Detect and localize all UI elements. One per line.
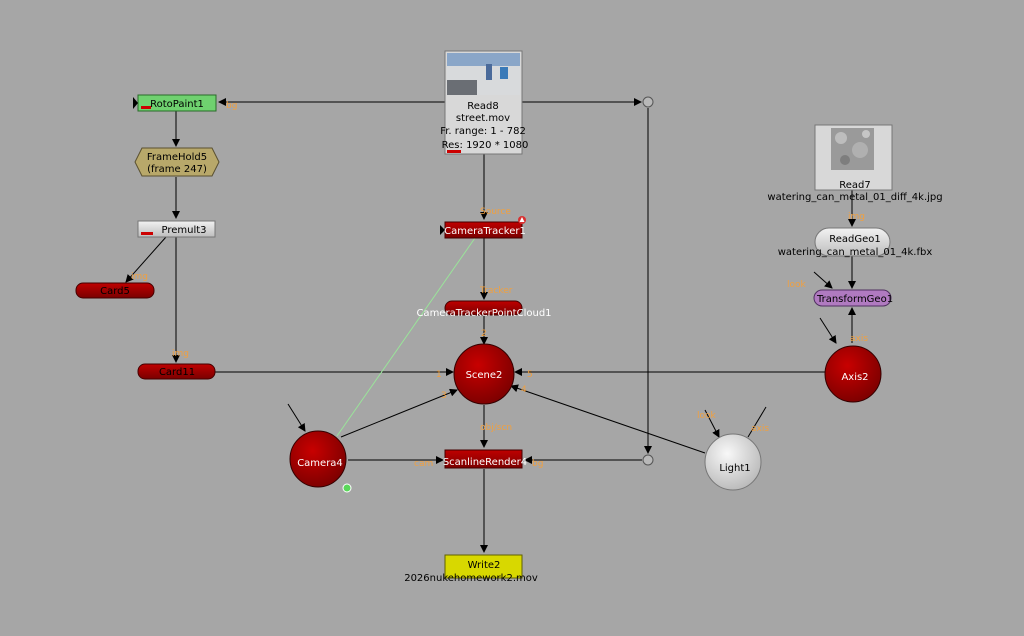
framehold-frame: (frame 247) xyxy=(147,164,207,175)
connections xyxy=(125,98,856,553)
camera-indicator-icon xyxy=(342,483,352,493)
pin-look-light: look xyxy=(697,411,717,421)
framehold-node[interactable]: FrameHold5 (frame 247) xyxy=(134,147,220,177)
cameratracker-node[interactable]: CameraTracker1 xyxy=(440,216,526,239)
pin-scene-5: 5 xyxy=(527,370,533,380)
cameratracker-name: CameraTracker1 xyxy=(444,226,526,237)
read8-channel-indicator xyxy=(447,150,461,153)
transformgeo-name: TransformGeo1 xyxy=(816,294,893,305)
card5-node[interactable]: Card5 xyxy=(75,282,155,299)
rotopaint-name: RotoPaint1 xyxy=(150,99,204,110)
edge-axis-input[interactable] xyxy=(819,317,837,344)
write-name: Write2 xyxy=(468,560,501,571)
read8-name: Read8 xyxy=(467,101,499,112)
pointcloud-name: CameraTrackerPointCloud1 xyxy=(416,308,551,319)
pin-axis: axis xyxy=(850,334,868,344)
read7-file: watering_can_metal_01_diff_4k.jpg xyxy=(767,192,942,203)
camera-node[interactable]: Camera4 xyxy=(289,430,352,493)
pin-scene-3: 3 xyxy=(441,391,447,401)
pin-bg-scanline: bg xyxy=(532,459,543,469)
thumb-shadow xyxy=(447,80,477,95)
light-node[interactable]: Light1 xyxy=(704,433,762,491)
pointcloud-node[interactable]: CameraTrackerPointCloud1 xyxy=(416,300,552,319)
readgeo-file: watering_can_metal_01_4k.fbx xyxy=(778,247,933,258)
camera-name: Camera4 xyxy=(297,458,343,469)
pin-source: Source xyxy=(480,207,511,217)
pin-objscn: obj/scn xyxy=(480,423,512,433)
read8-range: Fr. range: 1 - 782 xyxy=(440,126,526,137)
dot-node-top[interactable] xyxy=(642,96,654,108)
read8-file: street.mov xyxy=(456,113,510,124)
pin-look-transformgeo: look xyxy=(787,280,807,290)
pin-scene-4: 4 xyxy=(521,385,527,395)
scene-name: Scene2 xyxy=(466,370,503,381)
scanline-name: ScanlineRender4 xyxy=(443,457,527,468)
pin-img-read7: img xyxy=(848,212,865,222)
axis-name: Axis2 xyxy=(841,372,868,383)
readgeo-name: ReadGeo1 xyxy=(829,234,881,245)
premult-channel-indicator xyxy=(141,232,153,235)
pin-bg-rotopaint: bg xyxy=(226,101,237,111)
card5-name: Card5 xyxy=(100,286,130,297)
card11-name: Card11 xyxy=(159,367,195,378)
premult-node[interactable]: Premult3 xyxy=(137,220,216,238)
pin-img-card5: img xyxy=(131,272,148,282)
write-file: 2026nukehomework2.mov xyxy=(404,573,538,584)
pin-img-card11: img xyxy=(172,349,189,359)
edge-cameratracker-camera[interactable] xyxy=(336,237,476,437)
read7-node[interactable]: Read7 watering_can_metal_01_diff_4k.jpg xyxy=(767,124,943,203)
scene-node[interactable]: Scene2 xyxy=(453,343,515,405)
read7-name: Read7 xyxy=(839,180,871,191)
rotopaint-channel-indicator xyxy=(141,106,151,109)
scanline-node[interactable]: ScanlineRender4 xyxy=(443,449,527,469)
edge-light-scene[interactable] xyxy=(510,384,706,454)
card11-node[interactable]: Card11 xyxy=(137,363,216,380)
thumb-door xyxy=(486,64,492,80)
write-node[interactable]: Write2 2026nukehomework2.mov xyxy=(404,554,538,584)
texture-spot xyxy=(862,130,870,138)
dot-node-bottom[interactable] xyxy=(642,454,654,466)
texture-spot xyxy=(852,142,868,158)
thumb-window xyxy=(500,67,508,79)
edge-camera-input[interactable] xyxy=(287,403,306,432)
edge-light-axis[interactable] xyxy=(747,406,767,438)
transformgeo-node[interactable]: TransformGeo1 xyxy=(813,289,893,307)
readgeo-node[interactable]: ReadGeo1 watering_can_metal_01_4k.fbx xyxy=(778,227,933,258)
pin-pointcloud-out: 2 xyxy=(481,329,487,339)
edge-premult-card5[interactable] xyxy=(125,236,167,283)
framehold-name: FrameHold5 xyxy=(147,152,207,163)
light-name: Light1 xyxy=(719,463,750,474)
pin-tracker: Tracker xyxy=(479,286,513,296)
pin-scene-1: 1 xyxy=(436,370,442,380)
pin-axis-light: axis xyxy=(751,424,769,434)
read8-res: Res: 1920 * 1080 xyxy=(442,140,529,151)
pin-cam: cam xyxy=(414,459,433,469)
texture-spot xyxy=(835,132,847,144)
warning-glyph xyxy=(519,217,525,222)
premult-name: Premult3 xyxy=(161,225,206,236)
input-arrow-icon xyxy=(133,97,138,109)
input-arrow-icon xyxy=(440,225,445,235)
texture-spot xyxy=(840,155,850,165)
axis-node[interactable]: Axis2 xyxy=(824,345,882,403)
edge-camera-scene[interactable] xyxy=(340,388,458,438)
read8-node[interactable]: Read8 street.mov Fr. range: 1 - 782 Res:… xyxy=(440,50,529,155)
edge-light-look[interactable] xyxy=(704,409,720,438)
rotopaint-node[interactable]: RotoPaint1 xyxy=(133,94,217,112)
edge-look-transformgeo[interactable] xyxy=(813,271,833,289)
